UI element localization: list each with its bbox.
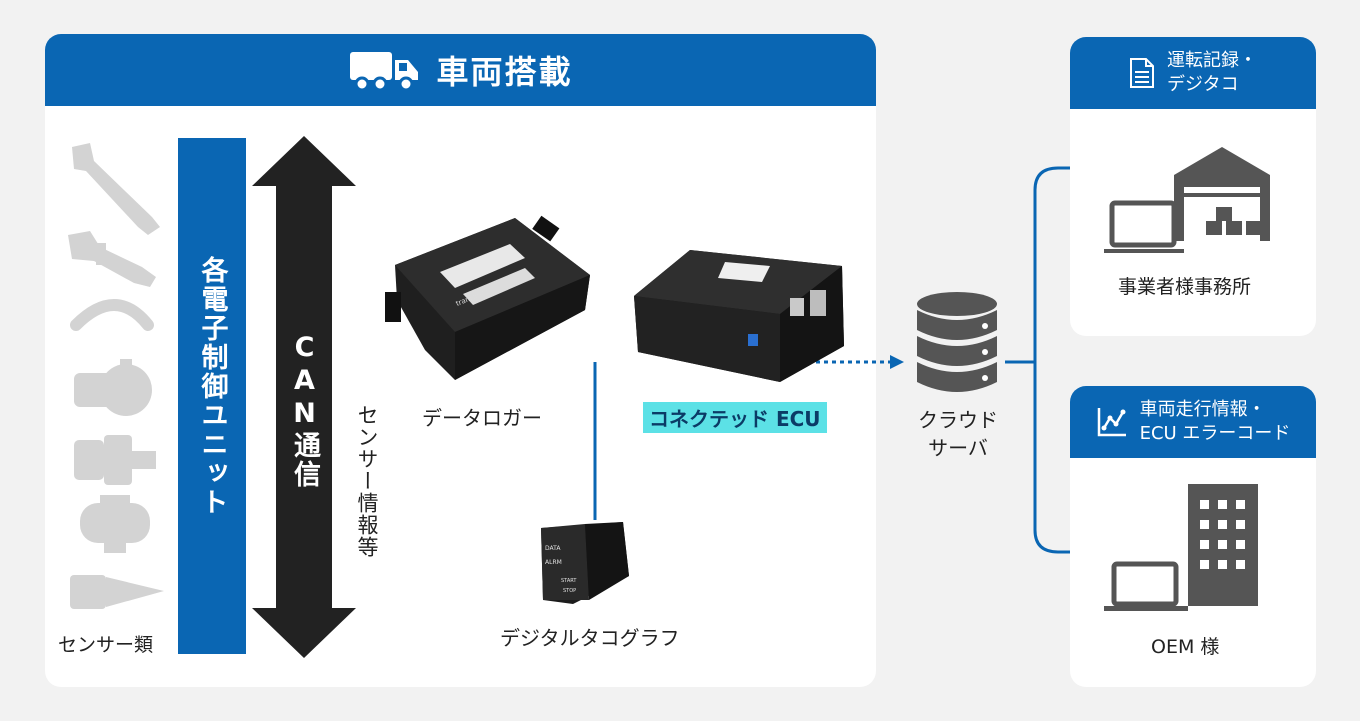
- sensors-illustration: [68, 143, 164, 609]
- connected-ecu-label: コネクテッド ECU: [643, 402, 827, 433]
- sensor-shape: [70, 299, 154, 331]
- office-header-line1: 運転記録・: [1167, 50, 1257, 71]
- sensor-shape: [68, 231, 156, 287]
- office-panel-header: 運転記録・ デジタコ: [1070, 37, 1316, 109]
- cloud-label-line2: サーバ: [928, 436, 988, 460]
- tacho-key-start: START: [561, 578, 577, 584]
- ecu-unit-bar: 各電子制御ユニット: [178, 138, 246, 654]
- cloud-link-arrowhead: [890, 355, 904, 369]
- database-icon: [917, 292, 997, 392]
- laptop-icon: [1104, 561, 1188, 611]
- cloud-server-label: クラウド サーバ: [918, 406, 998, 462]
- oem-header-text: 車両走行情報・ ECU エラーコード: [1140, 398, 1291, 446]
- document-icon: [1130, 58, 1154, 88]
- oem-header-line2: ECU エラーコード: [1139, 423, 1291, 444]
- oem-panel-header: 車両走行情報・ ECU エラーコード: [1070, 386, 1316, 458]
- vehicle-panel-header: 車両搭載: [45, 34, 876, 106]
- office-header-line2: デジタコ: [1167, 74, 1239, 95]
- line-chart-icon: [1097, 408, 1126, 437]
- sensor-shape: [80, 495, 150, 553]
- laptop-icon: [1104, 200, 1184, 253]
- tacho-key-alarm: ALRM: [545, 559, 562, 566]
- sensors-label: センサー類: [58, 634, 154, 656]
- building-laptop-icon: [1104, 484, 1258, 611]
- office-building-icon: [1188, 484, 1258, 606]
- office-header-text: 運転記録・ デジタコ: [1167, 49, 1257, 97]
- sensor-shape: [70, 575, 164, 609]
- can-bus-arrow: [252, 136, 356, 658]
- tachograph-label: デジタルタコグラフ: [500, 626, 680, 650]
- truck-icon: [350, 52, 419, 92]
- tacho-key-stop: STOP: [563, 588, 576, 594]
- ecu-unit-label: 各電子制御ユニット: [196, 256, 228, 517]
- warehouse-laptop-icon: [1104, 147, 1270, 253]
- sensor-shape: [74, 359, 152, 416]
- tacho-key-data: DATA: [545, 545, 561, 552]
- sensor-shape: [72, 143, 160, 235]
- office-caption: 事業者様事務所: [1118, 276, 1252, 298]
- oem-caption: OEM 様: [1151, 636, 1220, 658]
- data-logger-device: tramsmos: [385, 215, 590, 380]
- can-bus-label: CAN通信: [289, 332, 320, 489]
- sensor-info-label: センサー情報等: [355, 404, 379, 558]
- cloud-label-line1: クラウド: [918, 408, 998, 432]
- vehicle-panel-title: 車両搭載: [436, 53, 573, 91]
- connected-ecu-device: [634, 250, 844, 382]
- branch-bracket: [1033, 166, 1070, 554]
- sensor-shape: [74, 435, 156, 485]
- tachograph-device: DATA ALRM START STOP: [541, 522, 629, 604]
- oem-header-line1: 車両走行情報・: [1139, 399, 1266, 420]
- data-logger-label: データロガー: [422, 406, 542, 430]
